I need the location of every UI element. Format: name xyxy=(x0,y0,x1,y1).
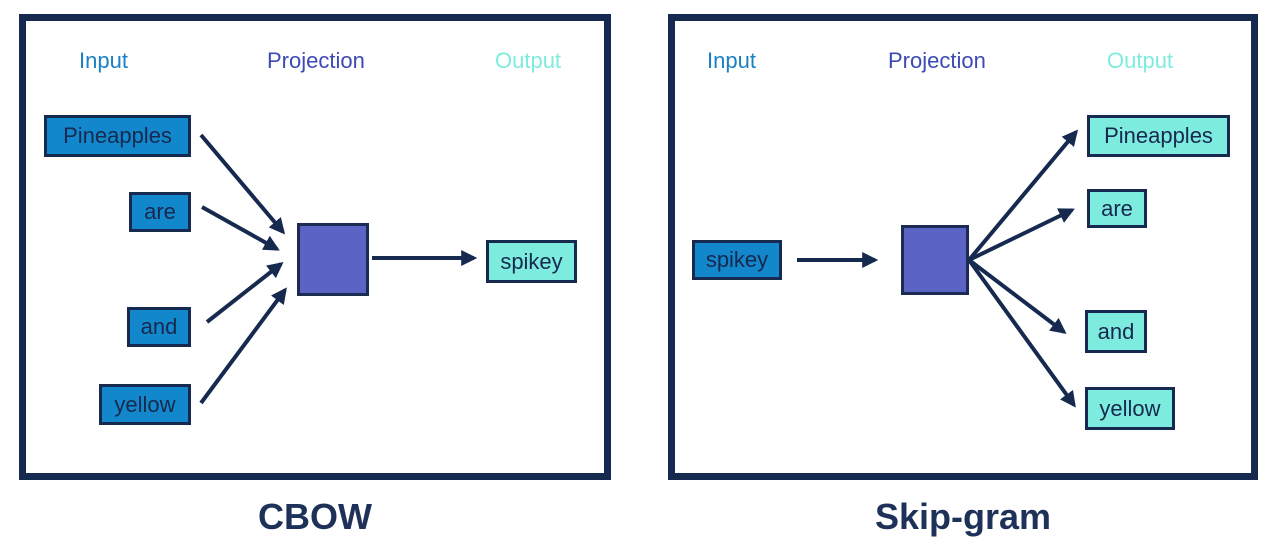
arrow-and-to-projection xyxy=(205,262,284,324)
arrow-projection-to-yellow xyxy=(967,258,1076,408)
panel-cbow: Input Projection Output Pineapples are a… xyxy=(19,14,611,480)
input-word-box-spikey: spikey xyxy=(692,240,782,280)
output-word-box-pineapples: Pineapples xyxy=(1087,115,1230,157)
arrow-are-to-projection xyxy=(201,205,280,251)
arrow-pineapples-to-projection xyxy=(199,133,286,235)
input-word-box-yellow: yellow xyxy=(99,384,191,425)
panel-title-cbow: CBOW xyxy=(258,496,372,537)
projection-square xyxy=(901,225,969,295)
arrow-projection-to-are xyxy=(968,208,1075,262)
input-word-box-pineapples: Pineapples xyxy=(44,115,191,157)
column-header-input: Input xyxy=(79,48,128,73)
column-header-input: Input xyxy=(707,48,756,73)
column-header-output: Output xyxy=(495,48,562,73)
output-word-box-yellow: yellow xyxy=(1085,387,1175,430)
panel-title-skipgram: Skip-gram xyxy=(874,496,1052,537)
input-word-box-and: and xyxy=(127,307,191,347)
output-word-box-are: are xyxy=(1087,189,1147,228)
arrow-yellow-to-projection xyxy=(199,287,287,405)
column-header-output: Output xyxy=(1107,48,1174,73)
projection-square xyxy=(297,223,369,296)
arrow-projection-to-pineapples xyxy=(967,129,1079,262)
output-word-box-spikey: spikey xyxy=(486,240,577,283)
panel-skipgram: Input Projection Output spikey Pineapple… xyxy=(668,14,1258,480)
arrow-projection-to-and xyxy=(967,258,1067,334)
column-header-projection: Projection xyxy=(267,48,365,73)
output-word-box-and: and xyxy=(1085,310,1147,353)
column-header-projection: Projection xyxy=(888,48,986,73)
input-word-box-are: are xyxy=(129,192,191,232)
